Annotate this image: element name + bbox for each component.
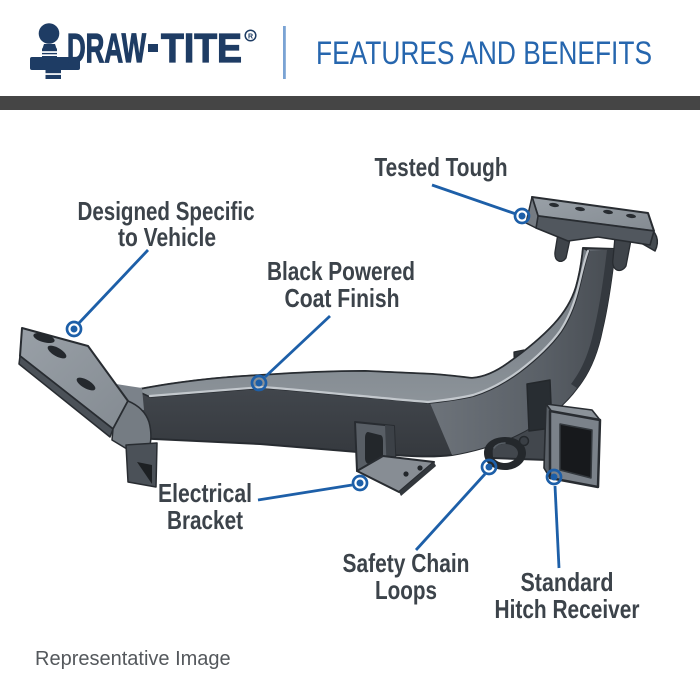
svg-text:FEATURES AND BENEFITS: FEATURES AND BENEFITS <box>316 35 652 71</box>
svg-text:Standard: Standard <box>521 567 614 597</box>
svg-text:Coat Finish: Coat Finish <box>285 283 400 313</box>
svg-text:to Vehicle: to Vehicle <box>118 222 216 252</box>
svg-text:Hitch Receiver: Hitch Receiver <box>495 594 640 624</box>
svg-text:DRAW: DRAW <box>67 25 146 71</box>
svg-text:Safety Chain: Safety Chain <box>343 548 470 578</box>
svg-text:Tested Tough: Tested Tough <box>375 152 508 182</box>
svg-text:Designed Specific: Designed Specific <box>78 196 255 226</box>
svg-text:Electrical: Electrical <box>158 478 252 508</box>
svg-text:TITE: TITE <box>161 25 242 71</box>
svg-text:Black Powered: Black Powered <box>267 256 415 286</box>
svg-text:Bracket: Bracket <box>167 505 243 535</box>
svg-text:Representative Image: Representative Image <box>35 648 231 670</box>
svg-text:Loops: Loops <box>375 575 437 605</box>
svg-text:R: R <box>248 34 253 41</box>
